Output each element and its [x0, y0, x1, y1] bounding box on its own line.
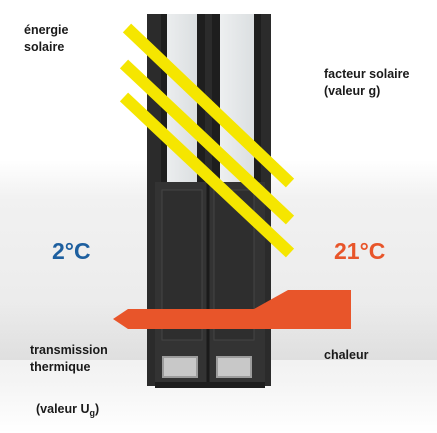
solar-energy-line2: solaire [24, 40, 65, 54]
heat-label: chaleur [324, 348, 369, 362]
solar-factor-line2: (valeur g) [324, 84, 381, 98]
u-value-prefix: (valeur U [36, 402, 90, 416]
thermal-line2: thermique [30, 360, 91, 374]
outside-temperature: 2°C [52, 238, 91, 264]
heat-flow-arrow [113, 290, 351, 329]
solar-energy-line1: énergie [24, 23, 69, 37]
solar-energy-label: énergie solaire [24, 22, 68, 56]
solar-factor-line1: facteur solaire [324, 67, 410, 81]
u-value-label: (valeur Ug) [36, 401, 99, 419]
inside-temperature: 21°C [334, 238, 386, 264]
solar-rays [119, 23, 295, 258]
u-value-subscript: g [89, 408, 96, 418]
u-value-suffix: ) [95, 402, 100, 416]
sun-ray [122, 23, 295, 188]
solar-factor-label: facteur solaire (valeur g) [324, 66, 409, 100]
thermal-transmission-label: transmission thermique [30, 342, 108, 376]
sun-ray [119, 59, 295, 225]
thermal-line1: transmission [30, 343, 108, 357]
sun-ray [119, 92, 295, 258]
